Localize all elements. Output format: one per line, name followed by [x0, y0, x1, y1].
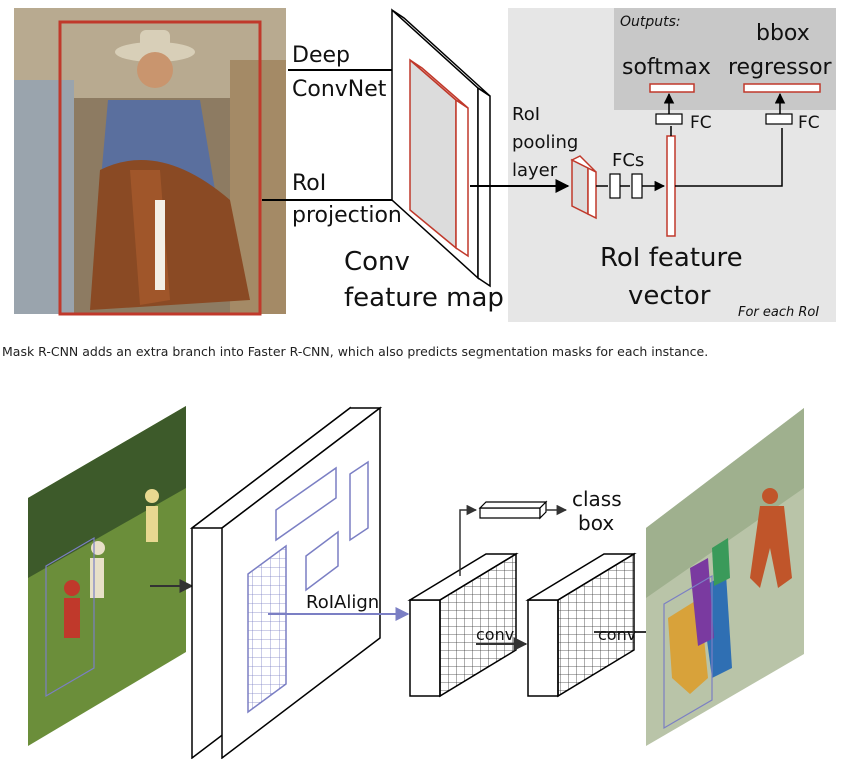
label-convnet: ConvNet	[292, 77, 387, 102]
mask-rcnn-diagram: RoIAlign class box conv conv	[28, 406, 804, 759]
label-roialign: RoIAlign	[306, 592, 379, 613]
label-outputs: Outputs:	[620, 14, 681, 30]
backbone-feature-map	[189, 406, 383, 759]
conv-feature-map	[391, 8, 491, 288]
class-box-head	[478, 500, 548, 520]
roi-box	[58, 20, 262, 316]
label-conv: Conv	[344, 247, 410, 277]
label-roi: RoI	[292, 171, 326, 196]
fc-bbox	[765, 113, 793, 125]
roi-pooled-feature	[570, 155, 597, 220]
label-vector: vector	[628, 281, 711, 311]
label-conv-2: conv	[598, 625, 636, 644]
label-for-each-roi: For each RoI	[738, 305, 819, 320]
cowboy-photo	[14, 8, 286, 314]
segmented-output-image	[646, 408, 804, 746]
fc-softmax	[655, 113, 683, 125]
label-fc-right: FC	[798, 113, 820, 133]
label-roi-feature: RoI feature	[600, 243, 743, 273]
label-roi-pooling-3: layer	[512, 160, 558, 181]
label-conv-1: conv	[476, 625, 514, 644]
softmax-output	[649, 83, 695, 93]
soccer-input-image	[28, 406, 186, 746]
fc-layer-1	[609, 173, 621, 199]
label-roi-pooling-1: RoI	[512, 104, 540, 125]
roi-feature-vector	[666, 135, 676, 237]
caption: Mask R-CNN adds an extra branch into Fas…	[2, 344, 709, 359]
label-projection: projection	[292, 203, 402, 228]
fast-rcnn-diagram: Deep ConvNet RoI projection Conv feature…	[14, 8, 836, 322]
conv-block-1	[407, 552, 519, 698]
fc-layer-2	[631, 173, 643, 199]
label-class: class	[572, 487, 622, 511]
label-regressor: regressor	[728, 55, 833, 80]
outputs-panel	[614, 8, 836, 110]
label-roi-pooling-2: pooling	[512, 132, 578, 153]
label-softmax: softmax	[622, 55, 711, 80]
label-fcs: FCs	[612, 150, 644, 171]
bbox-output	[743, 83, 821, 93]
label-deep: Deep	[292, 43, 350, 68]
label-fc-left: FC	[690, 113, 712, 133]
conv-block-2	[525, 552, 637, 698]
label-box: box	[578, 511, 614, 535]
label-feature-map: feature map	[344, 283, 504, 313]
label-bbox: bbox	[756, 21, 810, 46]
